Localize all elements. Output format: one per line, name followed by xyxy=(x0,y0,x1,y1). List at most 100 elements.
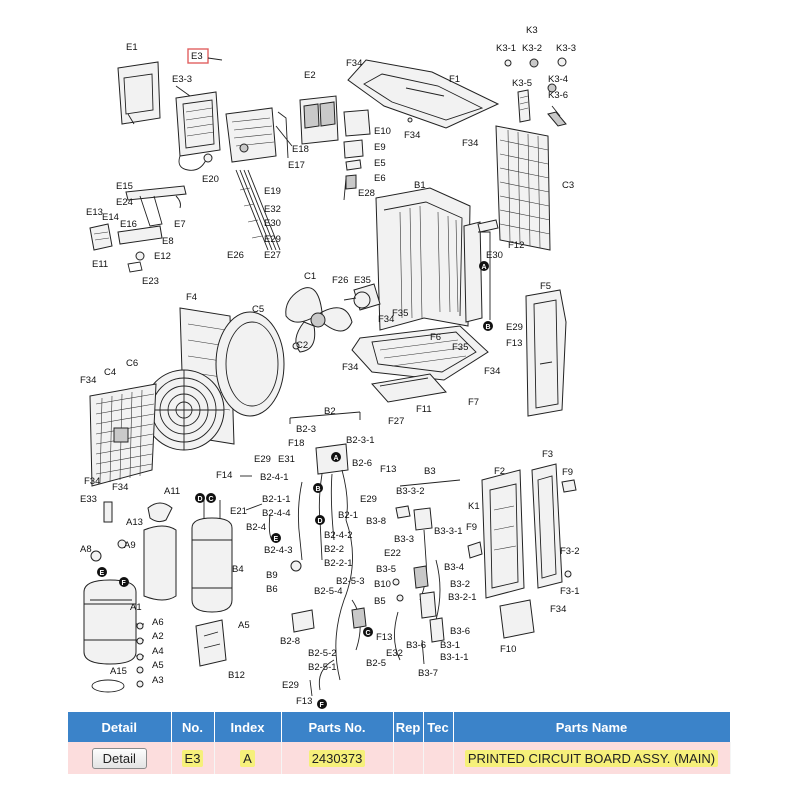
label-b3-3: B3-3 xyxy=(394,534,414,545)
label-b3-2-1: B3-2-1 xyxy=(448,592,477,603)
label-e14: E14 xyxy=(102,212,119,223)
label-a6: A6 xyxy=(152,617,164,628)
label-k3-6: K3-6 xyxy=(548,90,568,101)
base-pan xyxy=(351,325,489,403)
label-e27: E27 xyxy=(264,250,281,261)
parts-no-value: 2430373 xyxy=(308,749,366,767)
badge-f: F xyxy=(122,580,127,587)
label-e19: E19 xyxy=(264,186,281,197)
label-b2-2-1: B2-2-1 xyxy=(324,558,353,569)
label-e5: E5 xyxy=(374,158,386,169)
front-grille xyxy=(89,383,157,487)
badge-b: B xyxy=(486,324,491,331)
electrical-box-group xyxy=(89,48,293,273)
label-f12: F12 xyxy=(508,240,524,251)
header-no: No. xyxy=(171,712,215,742)
detail-button[interactable]: Detail xyxy=(91,747,147,769)
label-e17: E17 xyxy=(288,160,305,171)
piping-group-b3 xyxy=(392,479,461,665)
label-e30: E30 xyxy=(264,218,281,229)
label-b3-1-1: B3-1-1 xyxy=(440,652,469,663)
label-e16: E16 xyxy=(120,219,137,230)
label-b2-8: B2-8 xyxy=(280,636,300,647)
cell-no: E3 xyxy=(171,742,215,774)
cell-index: A xyxy=(214,742,282,774)
label-e24: E24 xyxy=(116,197,133,208)
label-b2-3-1: B2-3-1 xyxy=(346,435,375,446)
label-b1: B1 xyxy=(414,180,426,191)
label-a3: A3 xyxy=(152,675,164,686)
label-e9: E9 xyxy=(374,142,386,153)
label-c1: C1 xyxy=(304,271,316,282)
label-f3-1: F3-1 xyxy=(560,586,580,597)
label-b12: B12 xyxy=(228,670,245,681)
label-b3-2: B3-2 xyxy=(450,579,470,590)
label-f5: F5 xyxy=(540,281,551,292)
label-e21: E21 xyxy=(230,506,247,517)
label-e18: E18 xyxy=(292,144,309,155)
label-f13b: F13 xyxy=(380,464,396,475)
label-a15: A15 xyxy=(110,666,127,677)
label-e29: E29 xyxy=(264,234,281,245)
label-e23: E23 xyxy=(142,276,159,287)
label-f18: F18 xyxy=(288,438,304,449)
label-e28: E28 xyxy=(358,188,375,199)
top-panel xyxy=(347,59,500,129)
label-e11: E11 xyxy=(92,259,108,270)
label-f9a: F9 xyxy=(562,467,573,478)
label-e10: E10 xyxy=(374,126,391,137)
header-parts-name: Parts Name xyxy=(453,712,731,742)
label-f7: F7 xyxy=(468,397,479,408)
label-f10: F10 xyxy=(500,644,516,655)
label-k3-3: K3-3 xyxy=(556,43,576,54)
label-f34-e: F34 xyxy=(342,362,358,373)
parts-table: Detail No. Index Parts No. Rep Tec Parts… xyxy=(68,712,731,774)
badge-a2: A xyxy=(334,455,339,462)
service-panels xyxy=(467,463,577,639)
label-b10: B10 xyxy=(374,579,391,590)
label-a13: A13 xyxy=(126,517,143,528)
label-f4: F4 xyxy=(186,292,197,303)
label-e15: E15 xyxy=(116,181,133,192)
label-b2-5-2: B2-5-2 xyxy=(308,648,337,659)
label-e13: E13 xyxy=(86,207,103,218)
label-e31: E31 xyxy=(278,454,295,465)
part-number-ref: E3 xyxy=(181,749,204,767)
cell-parts-name: PRINTED CIRCUIT BOARD ASSY. (MAIN) xyxy=(453,742,731,774)
label-b2-2: B2-2 xyxy=(324,544,344,555)
cell-detail: Detail xyxy=(68,742,172,774)
header-parts-no: Parts No. xyxy=(281,712,394,742)
label-e32: E32 xyxy=(264,204,281,215)
label-k3-5: K3-5 xyxy=(512,78,532,89)
label-e29c: E29 xyxy=(254,454,271,465)
fan-guard xyxy=(143,369,225,451)
label-b3-6b: B3-6 xyxy=(450,626,470,637)
label-b2-5-1: B2-5-1 xyxy=(308,662,337,673)
label-f34-h: F34 xyxy=(84,476,100,487)
table-row: Detail E3 A 2430373 PRINTED CIRCUIT BOAR… xyxy=(68,742,731,774)
label-b3-3-1: B3-3-1 xyxy=(434,526,463,537)
label-b5: B5 xyxy=(374,596,386,607)
badge-e: E xyxy=(274,536,279,543)
label-f35: F35 xyxy=(392,308,408,319)
label-e3: E3 xyxy=(191,51,203,62)
label-f34-j: F34 xyxy=(550,604,566,615)
label-k3: K3 xyxy=(526,25,538,36)
label-c5: C5 xyxy=(252,304,264,315)
exploded-parts-diagram: A B A B D C D E E F C F E1 E3 E3-3 E2 E1… xyxy=(80,25,580,709)
label-k3-4: K3-4 xyxy=(548,74,568,85)
table-header-row: Detail No. Index Parts No. Rep Tec Parts… xyxy=(68,712,731,742)
label-b2-4: B2-4 xyxy=(246,522,266,533)
label-f34-a: F34 xyxy=(346,58,362,69)
label-e12: E12 xyxy=(154,251,171,262)
label-f14: F14 xyxy=(216,470,232,481)
valve-bracket xyxy=(195,619,227,667)
label-k1: K1 xyxy=(468,501,480,512)
label-f34-i: F34 xyxy=(112,482,128,493)
accumulator xyxy=(191,500,233,613)
label-b2-4-1: B2-4-1 xyxy=(260,472,289,483)
connection-badges: A B A B D C D E E F C F xyxy=(97,261,493,709)
contactor-group xyxy=(299,95,371,201)
cell-parts-no: 2430373 xyxy=(281,742,394,774)
label-f26: F26 xyxy=(332,275,348,286)
